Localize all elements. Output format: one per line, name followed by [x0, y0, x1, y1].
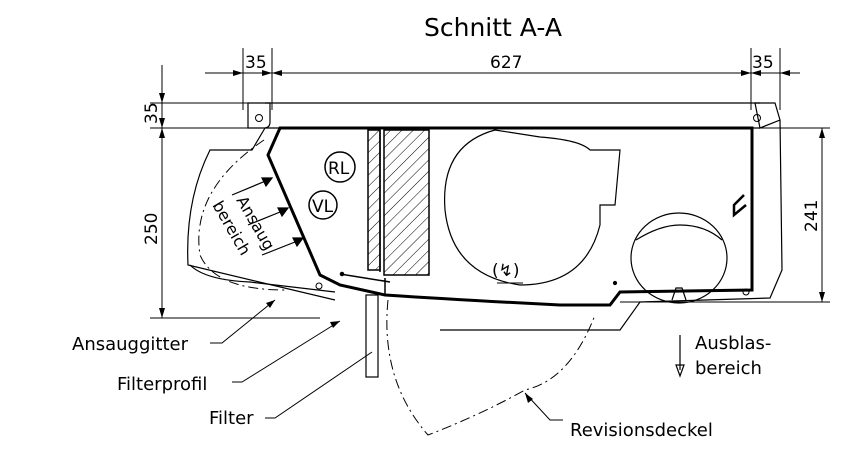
dimension-arrows-top — [233, 70, 790, 76]
mount-hole-left — [255, 114, 263, 122]
revisionsdeckel-label: Revisionsdeckel — [570, 420, 713, 441]
motor-symbol: (↯) — [492, 261, 520, 281]
filterprofil-label: Filterprofil — [117, 374, 207, 395]
left-dimension-chain — [150, 65, 320, 319]
dim-right-241: 241 — [802, 200, 822, 232]
fan-scroll — [443, 129, 621, 286]
vl-label: VL — [312, 197, 334, 217]
drawing-title: Schnitt A-A — [424, 13, 562, 42]
ansaug-arc — [198, 139, 286, 291]
dim-left-250: 250 — [142, 213, 162, 245]
filter-element — [365, 294, 379, 378]
rl-pipe — [324, 151, 356, 183]
ansauggitter-label: Ansauggitter — [72, 334, 189, 355]
dim-right-35: 35 — [752, 53, 774, 73]
ausblas-arrow — [675, 335, 685, 378]
ansaug-arrows — [231, 177, 305, 256]
mount-hole-right — [753, 114, 761, 122]
top-dimension-chain — [205, 48, 800, 110]
dim-width-627: 627 — [490, 53, 522, 73]
filter-profile — [339, 271, 391, 295]
dim-left-35: 35 — [245, 53, 267, 73]
screw-left — [315, 282, 323, 290]
dimension-arrows-left — [159, 93, 165, 318]
dim-top-35: 35 — [142, 102, 162, 124]
heat-exchanger — [367, 129, 430, 276]
right-dimension — [620, 127, 830, 303]
dimension-arrows-right — [819, 128, 825, 302]
outlet-louvre — [612, 212, 728, 304]
ausblas-label-1: Ausblas- — [695, 333, 771, 354]
ausblas-label-2: bereich — [695, 358, 762, 379]
leader-arrowheads — [266, 300, 533, 403]
filter-label: Filter — [209, 408, 254, 429]
wall-bracket — [732, 194, 747, 218]
revisionsdeckel-arc — [386, 299, 596, 436]
rl-label: RL — [328, 159, 350, 179]
vl-pipe — [308, 190, 338, 220]
leader-lines — [210, 299, 563, 421]
inner-unit — [266, 126, 754, 307]
